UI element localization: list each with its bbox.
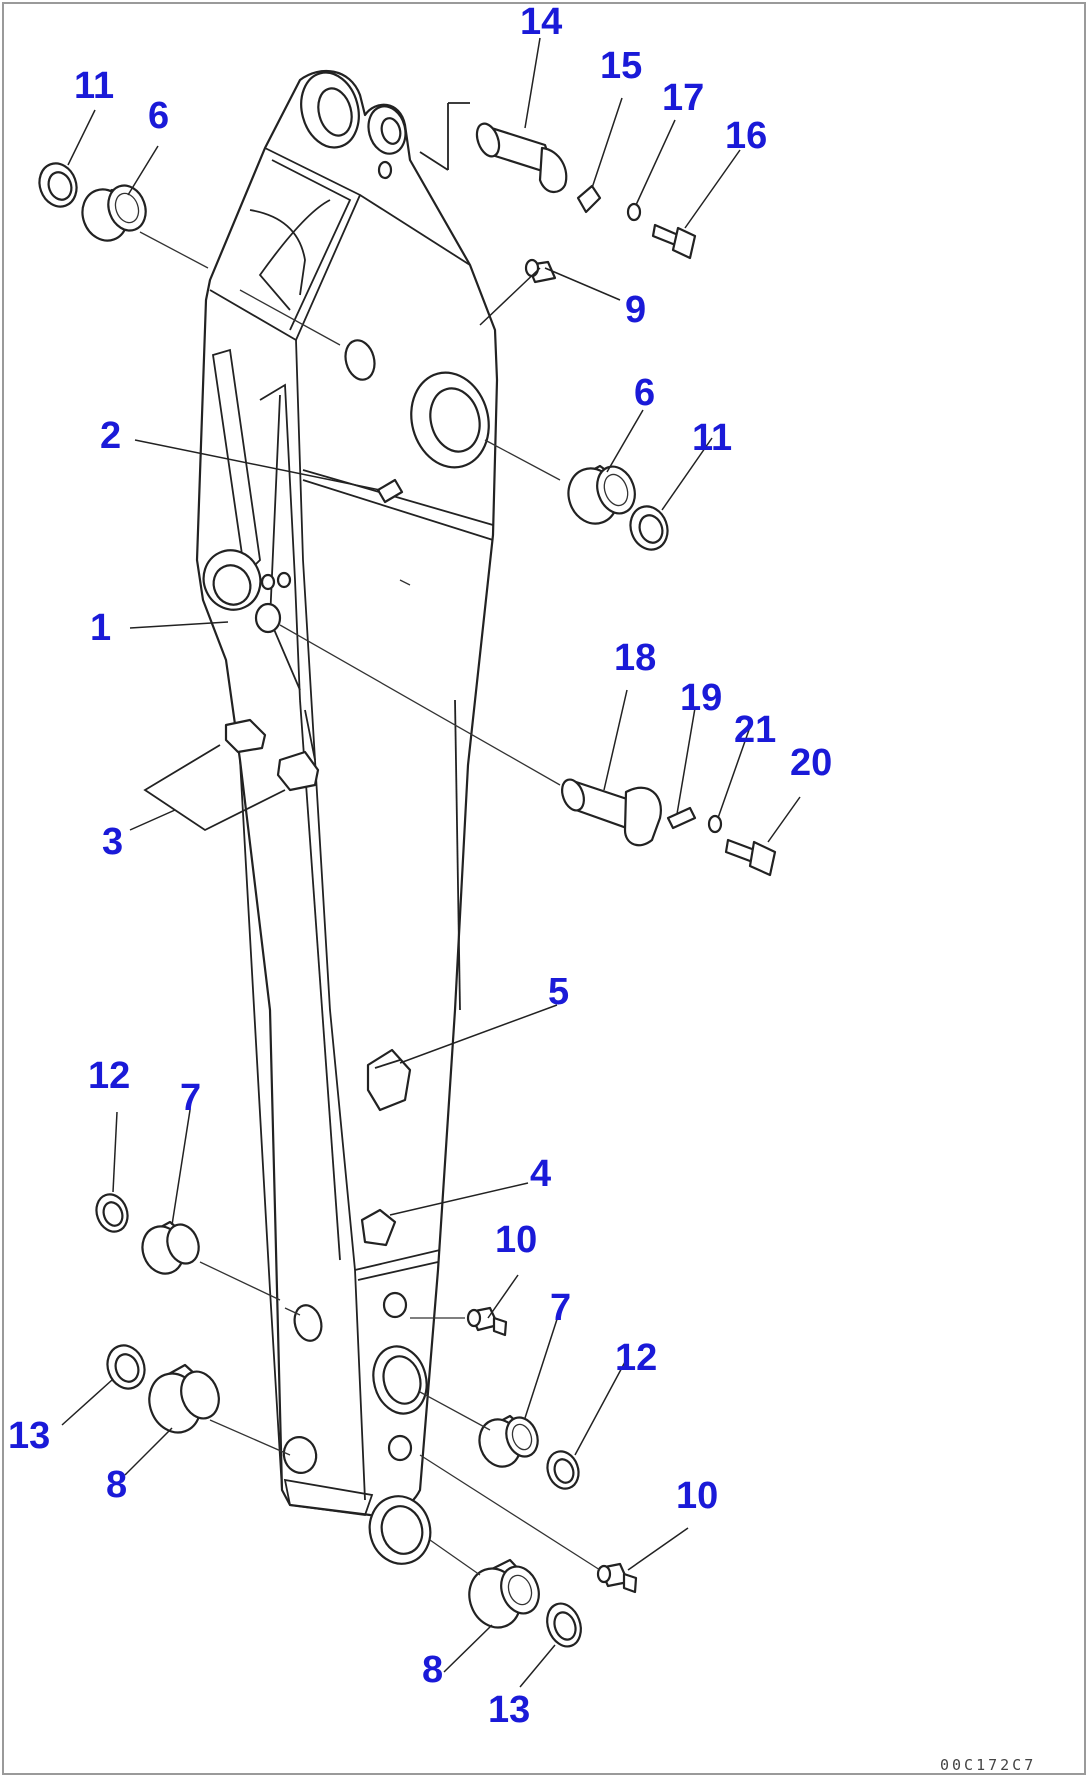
part-20-bolt xyxy=(724,838,777,877)
callout-6-top-left: 6 xyxy=(148,95,169,137)
callout-3: 3 xyxy=(102,821,123,863)
callout-21: 21 xyxy=(734,709,776,751)
callout-10-lower: 10 xyxy=(676,1475,718,1517)
callout-5: 5 xyxy=(548,971,569,1013)
part-4-bracket xyxy=(360,1208,397,1247)
callout-16: 16 xyxy=(725,115,767,157)
callout-12-right: 12 xyxy=(615,1337,657,1379)
part-17-washer xyxy=(626,202,642,222)
callout-13-left: 13 xyxy=(8,1415,50,1457)
callout-labels: 11 6 14 15 17 16 9 6 11 2 1 3 18 19 21 2… xyxy=(8,1,832,1731)
part-18-pin xyxy=(561,778,662,847)
part-5-boss xyxy=(366,1048,412,1112)
callout-11-right: 11 xyxy=(692,417,732,459)
part-14-pin xyxy=(419,102,568,193)
part-11-ring-top-left xyxy=(38,162,78,208)
callout-15: 15 xyxy=(600,45,642,87)
arm-body xyxy=(195,69,499,1518)
callout-4: 4 xyxy=(530,1153,551,1195)
callout-20: 20 xyxy=(790,742,832,784)
callout-14: 14 xyxy=(520,1,562,43)
part-8-bushing-left xyxy=(148,1363,220,1434)
callout-6-right: 6 xyxy=(634,372,655,414)
part-7-bushing-left xyxy=(141,1220,200,1275)
callout-17: 17 xyxy=(662,77,704,119)
callout-10-upper: 10 xyxy=(495,1219,537,1261)
part-16-bolt xyxy=(651,223,697,260)
part-3-plates xyxy=(143,718,320,832)
part-12-ring-right xyxy=(546,1450,580,1490)
callout-12-left: 12 xyxy=(88,1055,130,1097)
part-8-bushing-right xyxy=(468,1558,540,1629)
part-19-plate xyxy=(666,806,697,830)
callout-1: 1 xyxy=(90,607,111,649)
part-10-fitting-upper xyxy=(466,1306,508,1337)
part-11-ring-right xyxy=(629,505,669,551)
part-12-ring-left xyxy=(95,1193,129,1233)
callout-11-top-left: 11 xyxy=(74,65,114,107)
assembly-lines xyxy=(139,231,601,1576)
part-13-ring-right xyxy=(546,1602,582,1648)
callout-19: 19 xyxy=(680,677,722,719)
callout-8-right: 8 xyxy=(422,1649,443,1691)
callout-9: 9 xyxy=(625,289,646,331)
part-10-fitting-lower xyxy=(596,1562,638,1594)
callout-7-left: 7 xyxy=(180,1077,201,1119)
arm-bosses xyxy=(202,71,490,1565)
callout-18: 18 xyxy=(614,637,656,679)
part-21-washer xyxy=(707,814,723,834)
part-15-plate xyxy=(576,184,602,214)
drawing-code: 00C172C7 xyxy=(940,1756,1036,1774)
part-6-bushing-right xyxy=(567,464,636,525)
callout-2: 2 xyxy=(100,415,121,457)
part-7-bushing-right xyxy=(478,1414,539,1468)
callout-8-left: 8 xyxy=(106,1464,127,1506)
callout-7-right: 7 xyxy=(550,1287,571,1329)
part-2-bracket xyxy=(376,478,404,504)
part-6-bushing-top-left xyxy=(81,184,147,242)
part-9-grease-fitting xyxy=(524,258,557,284)
part-13-ring-left xyxy=(106,1344,146,1390)
leader-lines xyxy=(61,37,801,1688)
callout-13-right: 13 xyxy=(488,1689,530,1731)
